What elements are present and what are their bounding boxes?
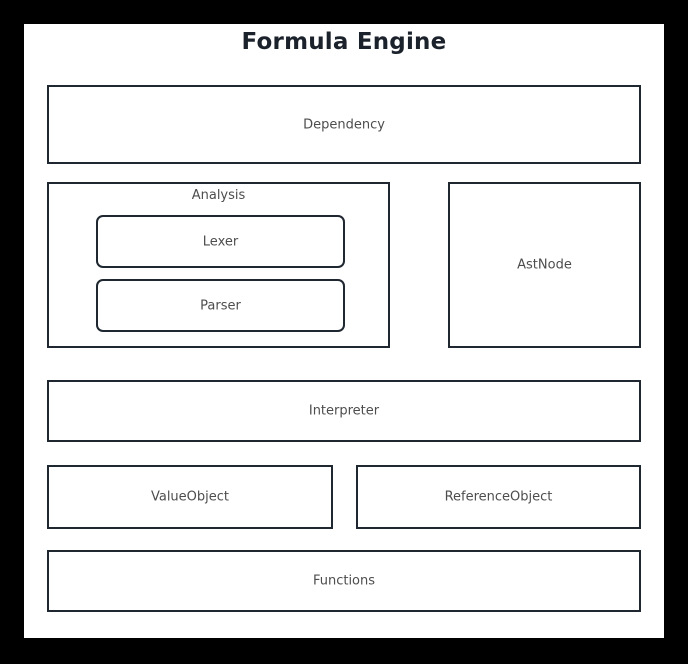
module-label-analysis: Analysis [191, 188, 246, 203]
diagram-panel: Formula Engine Dependency Analysis Lexer… [24, 24, 664, 638]
module-label-referenceobject: ReferenceObject [444, 489, 553, 505]
module-label-lexer: Lexer [202, 234, 239, 249]
module-label-astnode: AstNode [517, 257, 572, 273]
module-label-functions: Functions [312, 573, 376, 589]
module-label-valueobject: ValueObject [150, 489, 230, 505]
module-box-astnode[interactable]: AstNode [448, 182, 641, 348]
module-box-valueobject[interactable]: ValueObject [47, 465, 333, 529]
module-box-functions[interactable]: Functions [47, 550, 641, 612]
module-box-referenceobject[interactable]: ReferenceObject [356, 465, 641, 529]
module-label-interpreter: Interpreter [308, 403, 380, 419]
module-group-analysis[interactable]: Analysis Lexer Parser [47, 182, 390, 348]
module-box-interpreter[interactable]: Interpreter [47, 380, 641, 442]
module-box-lexer[interactable]: Lexer [96, 215, 345, 268]
page-title: Formula Engine [241, 29, 447, 55]
module-box-parser[interactable]: Parser [96, 279, 345, 332]
module-label-parser: Parser [200, 298, 241, 313]
module-label-dependency: Dependency [303, 117, 385, 132]
module-box-dependency[interactable]: Dependency [47, 85, 641, 164]
